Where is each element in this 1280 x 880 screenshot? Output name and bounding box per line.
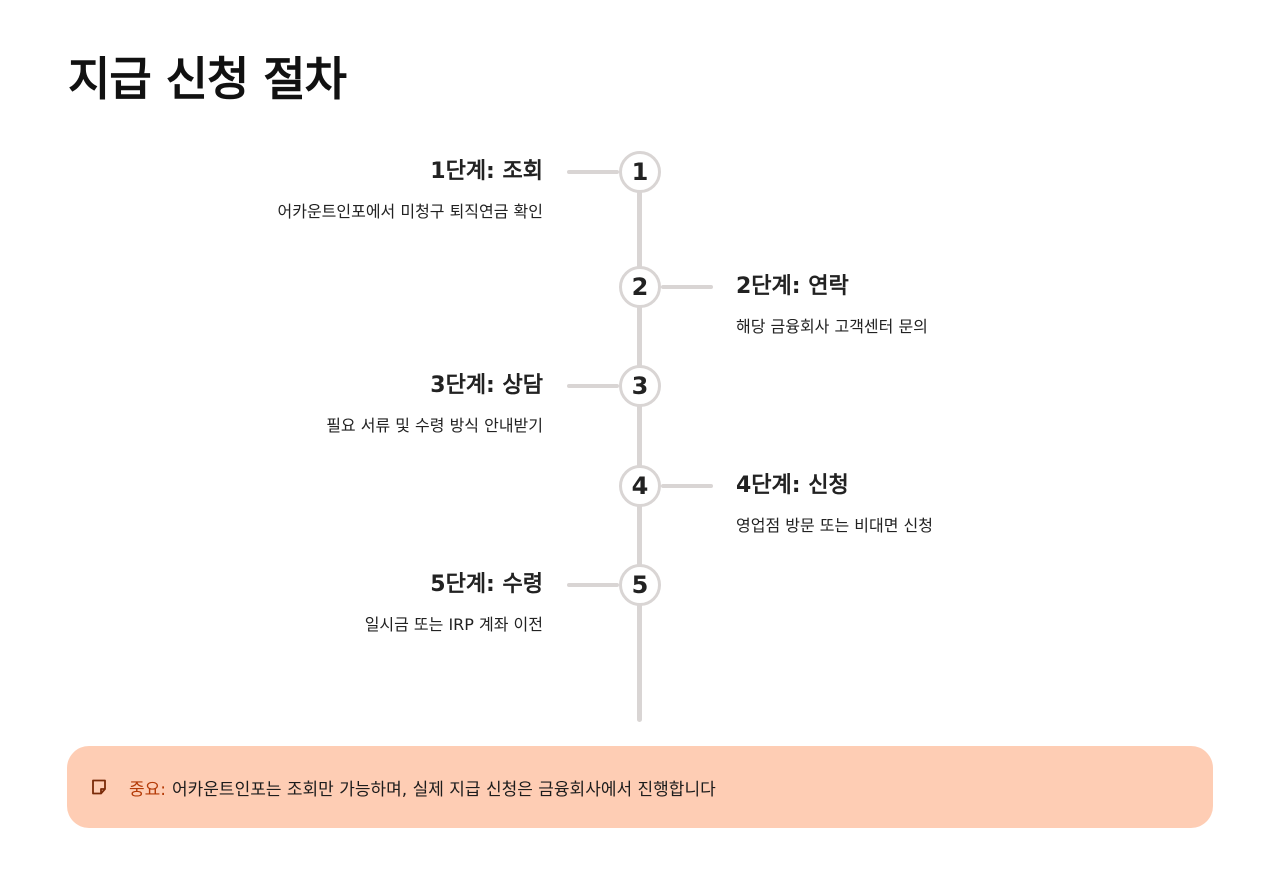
step-description: 일시금 또는 IRP 계좌 이전 — [364, 615, 543, 634]
notice-text: 어카운트인포는 조회만 가능하며, 실제 지급 신청은 금융회사에서 진행합니다 — [172, 779, 716, 800]
timeline-line — [637, 172, 642, 722]
important-notice: 중요: 어카운트인포는 조회만 가능하며, 실제 지급 신청은 금융회사에서 진… — [67, 746, 1213, 828]
step-title: 1단계: 조회 — [430, 159, 543, 184]
step-3: 3단계: 상담 필요 서류 및 수령 방식 안내받기 — [63, 371, 543, 437]
step-connector — [567, 583, 619, 587]
step-5: 5단계: 수령 일시금 또는 IRP 계좌 이전 — [63, 570, 543, 636]
step-description: 해당 금융회사 고객센터 문의 — [736, 317, 928, 336]
step-connector — [661, 285, 713, 289]
step-description: 필요 서류 및 수령 방식 안내받기 — [326, 416, 543, 435]
step-connector — [661, 484, 713, 488]
step-4: 4단계: 신청 영업점 방문 또는 비대면 신청 — [736, 471, 1216, 537]
step-title: 5단계: 수령 — [430, 572, 543, 597]
step-description: 어카운트인포에서 미청구 퇴직연금 확인 — [277, 202, 544, 221]
note-icon — [89, 777, 109, 797]
step-title: 2단계: 연락 — [736, 274, 849, 299]
step-number-circle: 4 — [619, 465, 661, 507]
step-1: 1단계: 조회 어카운트인포에서 미청구 퇴직연금 확인 — [63, 157, 544, 223]
step-description: 영업점 방문 또는 비대면 신청 — [736, 516, 933, 535]
step-number-circle: 3 — [619, 365, 661, 407]
step-2: 2단계: 연락 해당 금융회사 고객센터 문의 — [736, 272, 1216, 338]
step-connector — [567, 170, 619, 174]
step-number-circle: 1 — [619, 151, 661, 193]
step-title: 4단계: 신청 — [736, 473, 849, 498]
step-number-circle: 5 — [619, 564, 661, 606]
notice-label: 중요: — [129, 779, 167, 800]
page-title: 지급 신청 절차 — [68, 52, 347, 106]
step-title: 3단계: 상담 — [430, 373, 543, 398]
step-number-circle: 2 — [619, 266, 661, 308]
step-connector — [567, 384, 619, 388]
